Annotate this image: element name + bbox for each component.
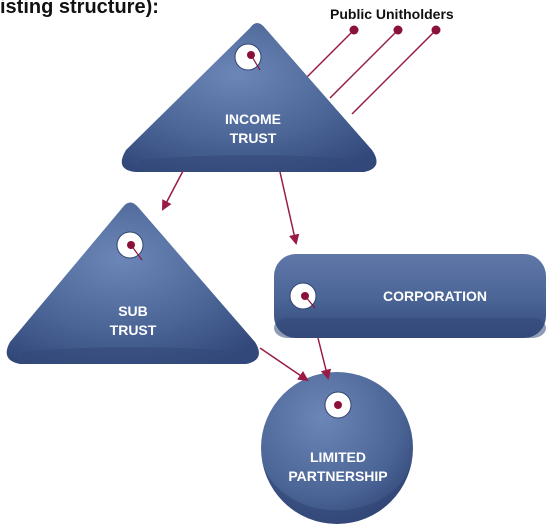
unitholder-pin-1 (349, 25, 359, 35)
sub-trust-label: SUB TRUST (98, 302, 168, 340)
income-trust-label: INCOME TRUST (208, 110, 298, 148)
diagram-heading: isting structure): (0, 0, 159, 18)
limited-partnership-label: LIMITED PARTNERSHIP (282, 448, 394, 486)
limited-partnership-label-line2: PARTNERSHIP (288, 468, 388, 484)
sub-trust-node (6, 202, 259, 364)
sub-trust-label-line1: SUB (118, 303, 148, 319)
corporation-label: CORPORATION (370, 287, 500, 306)
unitholder-pin-3 (431, 25, 441, 35)
arrow-income-to-corporation (279, 171, 300, 246)
sub-trust-label-line2: TRUST (109, 322, 157, 338)
arrow-corporation-to-partnership (317, 337, 332, 381)
arrow-income-to-sub (162, 170, 184, 211)
arrow-sub-to-partnership (259, 347, 309, 382)
corporation-label-line1: CORPORATION (383, 288, 487, 304)
income-trust-label-line2: TRUST (229, 130, 277, 146)
income-trust-node (121, 23, 377, 172)
public-unitholder-connectors (304, 25, 441, 115)
income-trust-label-line1: INCOME (225, 111, 281, 127)
limited-partnership-node (261, 372, 413, 524)
ownership-arrows (162, 170, 332, 382)
corporation-node (274, 254, 546, 338)
unitholder-pin-2 (393, 25, 403, 35)
limited-partnership-pin (334, 401, 342, 409)
public-unitholders-label: Public Unitholders (330, 6, 454, 22)
limited-partnership-label-line1: LIMITED (310, 449, 366, 465)
